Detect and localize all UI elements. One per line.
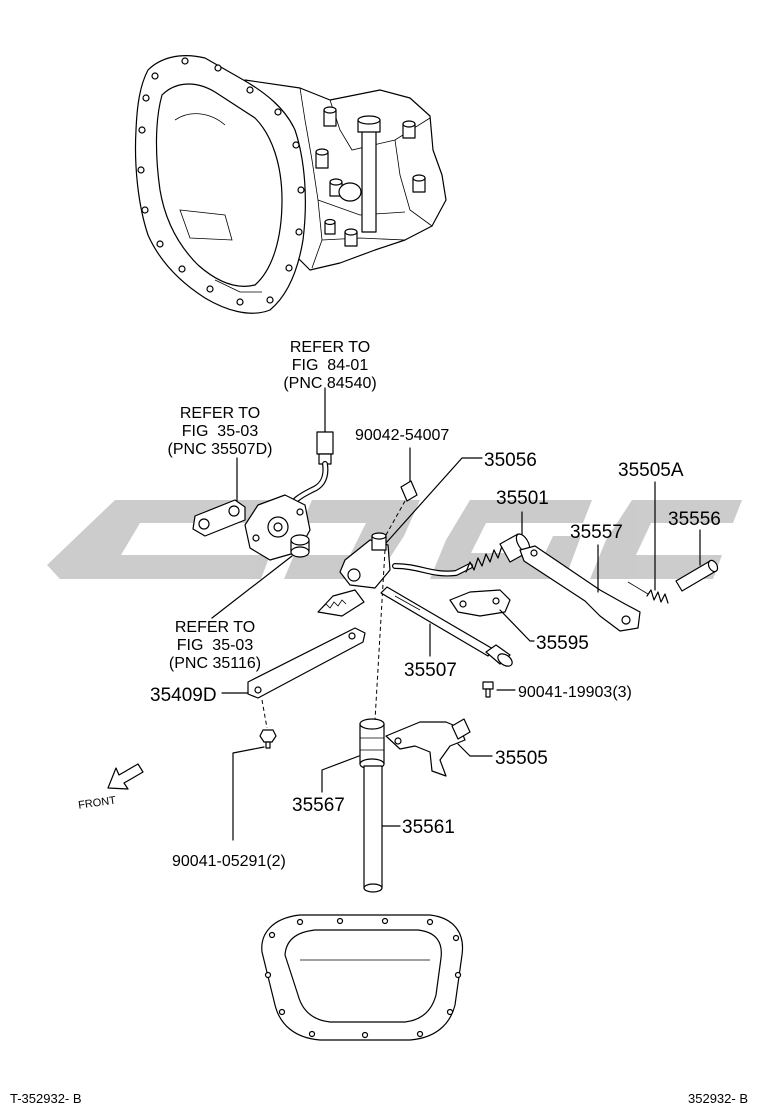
leader-35056	[385, 457, 483, 544]
shaft-35507	[380, 586, 513, 667]
shift-link	[192, 457, 246, 537]
label-35557: 35557	[570, 522, 623, 543]
refer-line2: FIG 35-03	[182, 423, 259, 440]
front-direction-arrow: FRONT	[77, 763, 144, 812]
shaft-35561	[363, 765, 401, 893]
front-label: FRONT	[77, 795, 116, 812]
shift-fork-35505	[385, 718, 493, 777]
refer-line2: FIG 35-03	[177, 637, 254, 654]
label-35567: 35567	[292, 795, 345, 816]
plate-35409D	[221, 627, 366, 699]
refer-line3: (PNC 35507D)	[168, 441, 273, 458]
control-rod-35501	[392, 511, 531, 577]
oil-seal-90042-54007	[385, 447, 418, 536]
refer-line1: REFER TO	[290, 339, 370, 356]
lever-35557	[519, 544, 641, 632]
label-35507: 35507	[404, 660, 457, 681]
manual-valve-lever	[317, 532, 391, 617]
bushing	[211, 534, 310, 619]
refer-to-fig-35-03-35116: REFER TO FIG 35-03 (PNC 35116)	[169, 619, 261, 672]
label-35501: 35501	[496, 488, 549, 509]
label-35056: 35056	[484, 450, 537, 471]
footer-left-code: T-352932- B	[10, 1091, 82, 1106]
bracket-35595	[449, 589, 535, 642]
bolt-90041-05291	[232, 699, 277, 841]
refer-line2: FIG 84-01	[292, 357, 369, 374]
label-35595: 35595	[536, 633, 589, 654]
label-35409D: 35409D	[150, 685, 217, 706]
refer-to-fig-35-03-35507d: REFER TO FIG 35-03 (PNC 35507D)	[168, 405, 273, 458]
pin-35556	[675, 529, 719, 592]
label-35561: 35561	[402, 817, 455, 838]
label-35556: 35556	[668, 509, 721, 530]
spring-35505A	[627, 481, 669, 604]
label-90042-54007: 90042-54007	[355, 427, 449, 444]
refer-line3: (PNC 84540)	[283, 375, 376, 392]
footer-right-code: 352932- B	[688, 1091, 748, 1106]
oil-pan-bolt-holes	[264, 917, 462, 1039]
refer-line1: REFER TO	[180, 405, 260, 422]
label-90041-19903: 90041-19903(3)	[518, 684, 632, 701]
label-35505: 35505	[495, 748, 548, 769]
label-90041-05291: 90041-05291(2)	[172, 853, 286, 870]
refer-line1: REFER TO	[175, 619, 255, 636]
oil-pan	[261, 914, 464, 1041]
label-35505A: 35505A	[618, 460, 684, 481]
bolt-90041-19903	[482, 681, 516, 698]
transmission-housing	[134, 55, 447, 314]
refer-line3: (PNC 35116)	[169, 655, 261, 672]
center-line	[374, 549, 386, 721]
refer-to-fig-84-01: REFER TO FIG 84-01 (PNC 84540)	[283, 339, 376, 392]
bell-housing-bolt-holes	[137, 57, 305, 306]
housing-bolts	[315, 106, 426, 247]
